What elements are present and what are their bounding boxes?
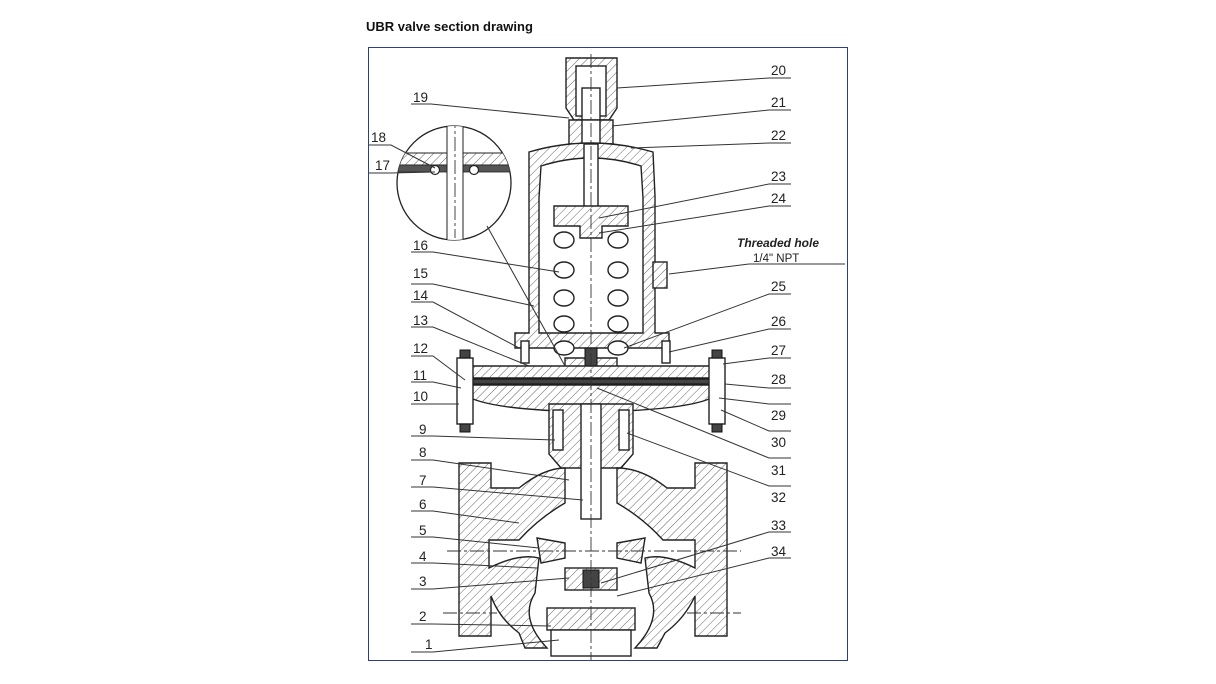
bolt-left-head: [459, 349, 471, 359]
drawing-frame: 19 18 17 16 15 14 13 12 11 10 9 8 7 6 5 …: [368, 47, 848, 661]
part-label-14: 14: [413, 288, 429, 303]
leader-lines: [369, 77, 845, 653]
part-label-20: 20: [771, 63, 786, 78]
part-label-32: 32: [771, 490, 786, 505]
part-label-23: 23: [771, 169, 786, 184]
labels-left: 19 18 17 16 15 14 13 12 11 10 9 8 7 6 5 …: [371, 90, 433, 652]
part-label-7: 7: [419, 473, 427, 488]
stud-right: [661, 340, 671, 364]
part-label-29: 29: [771, 408, 786, 423]
threaded-hole-title: Threaded hole: [737, 236, 819, 250]
detail-view: [396, 125, 566, 367]
part-label-15: 15: [413, 266, 428, 281]
page-title: UBR valve section drawing: [366, 19, 533, 34]
part-label-25: 25: [771, 279, 786, 294]
part-label-17: 17: [375, 158, 390, 173]
part-label-33: 33: [771, 518, 786, 533]
part-label-22: 22: [771, 128, 786, 143]
seat-left: [536, 537, 566, 564]
part-label-6: 6: [419, 497, 427, 512]
part-label-28: 28: [771, 372, 786, 387]
part-label-24: 24: [771, 191, 787, 206]
part-label-4: 4: [419, 549, 427, 564]
spring: [553, 231, 629, 356]
part-label-27: 27: [771, 343, 786, 358]
part-label-21: 21: [771, 95, 786, 110]
part-label-11: 11: [413, 368, 427, 383]
part-label-26: 26: [771, 314, 786, 329]
seat-right: [616, 537, 646, 564]
valve-section-drawing: 19 18 17 16 15 14 13 12 11 10 9 8 7 6 5 …: [369, 54, 845, 660]
bolt-right-nut: [711, 423, 723, 433]
part-label-1: 1: [425, 637, 433, 652]
part-label-5: 5: [419, 523, 427, 538]
bolt-left: [456, 357, 474, 425]
guide-screw-right: [618, 409, 630, 451]
part-label-12: 12: [413, 341, 428, 356]
part-label-10: 10: [413, 389, 428, 404]
part-label-2: 2: [419, 609, 427, 624]
bolt-left-nut: [459, 423, 471, 433]
part-label-9: 9: [419, 422, 427, 437]
guide-screw-left: [552, 409, 564, 451]
part-label-8: 8: [419, 445, 427, 460]
bolt-right: [708, 357, 726, 425]
stud-left: [520, 340, 530, 364]
bolt-right-head: [711, 349, 723, 359]
part-label-13: 13: [413, 313, 428, 328]
part-label-18: 18: [371, 130, 386, 145]
part-label-31: 31: [771, 463, 786, 478]
part-label-16: 16: [413, 238, 428, 253]
labels-right: 20 21 22 23 24 25 26 27 28 29 30 31 32 3…: [771, 63, 787, 559]
part-label-34: 34: [771, 544, 787, 559]
valve-drawing: [443, 54, 741, 660]
valve-body-right: [616, 462, 728, 649]
gauge-boss: [652, 261, 668, 289]
part-label-30: 30: [771, 435, 786, 450]
valve-body-left: [458, 462, 566, 649]
part-label-19: 19: [413, 90, 428, 105]
part-label-3: 3: [419, 574, 427, 589]
threaded-hole-spec: 1/4" NPT: [753, 253, 799, 265]
